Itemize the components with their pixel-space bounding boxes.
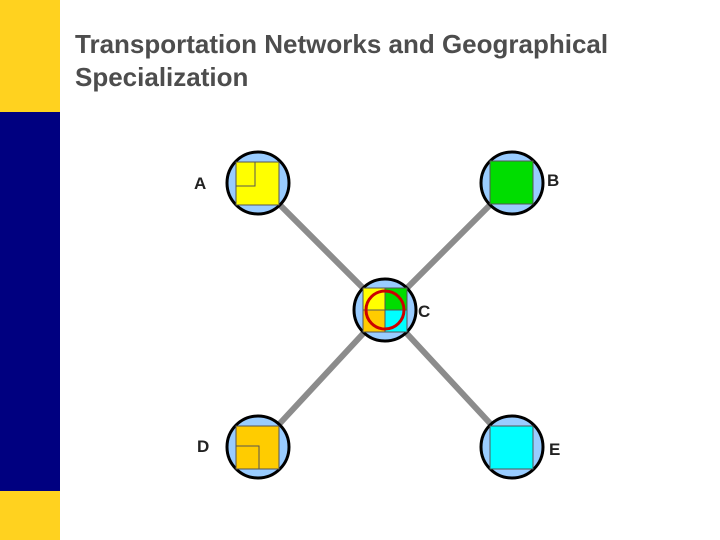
slide-title-line2: Specialization: [75, 62, 249, 92]
orange-square-icon: [235, 425, 280, 470]
node-e: [479, 414, 545, 480]
sidebar-accent-top: [0, 0, 60, 112]
node-label-c: C: [418, 302, 430, 321]
slide-title: Transportation Networks and Geographical…: [75, 28, 695, 94]
sidebar-accent-bottom: [0, 491, 60, 540]
specialization-hub-icon: [362, 287, 408, 333]
yellow-square-icon: [235, 161, 280, 206]
node-label-d: D: [197, 437, 209, 456]
slide-title-line1: Transportation Networks and Geographical: [75, 29, 609, 59]
node-c: [352, 277, 418, 343]
sidebar-bar: [0, 112, 60, 491]
green-square-icon: [489, 160, 534, 205]
node-d: [225, 414, 291, 480]
node-label-e: E: [549, 440, 560, 459]
cyan-square-icon: [489, 425, 534, 470]
node-label-b: B: [547, 171, 559, 190]
node-a: [225, 150, 291, 216]
node-label-a: A: [194, 174, 206, 193]
node-b: [479, 150, 545, 216]
